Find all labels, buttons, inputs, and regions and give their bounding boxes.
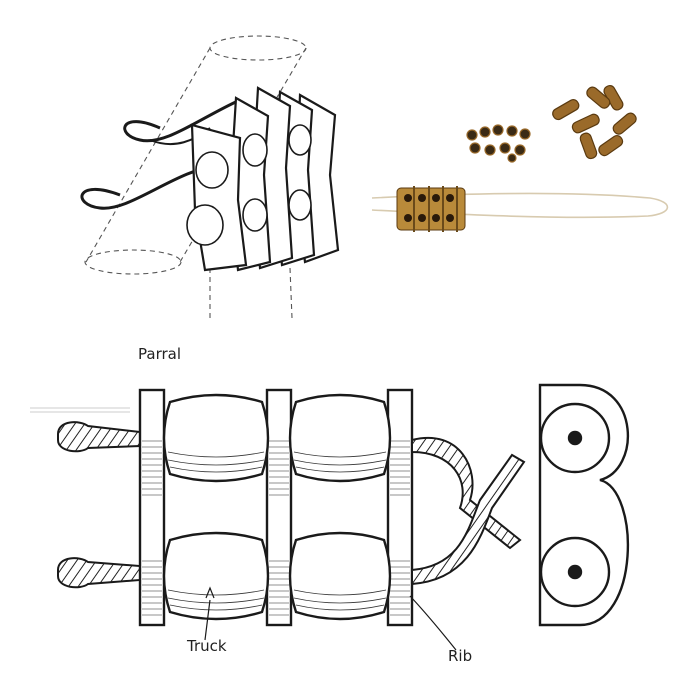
- truck-top-left: [162, 393, 270, 483]
- rope-eye-top: [57, 421, 141, 453]
- truck-bottom-right: [288, 531, 392, 621]
- rib-side-view: [538, 383, 630, 627]
- loose-ribs: [552, 84, 637, 160]
- crossing-rope-ends: [411, 437, 526, 586]
- rib-stack-trucks: [186, 124, 312, 246]
- trucks: [162, 393, 392, 621]
- leader-lines: [204, 586, 457, 651]
- truck-label: Truck: [187, 637, 227, 655]
- rope-eye-bottom: [57, 557, 141, 589]
- truck-top-right: [288, 393, 392, 483]
- elevation-diagram: [30, 383, 630, 651]
- rib-label: Rib: [448, 647, 473, 665]
- loose-trucks: [466, 124, 531, 163]
- parral-label: Parral: [138, 345, 181, 363]
- truck-bottom-left: [162, 531, 270, 621]
- perspective-sketch: [80, 35, 340, 319]
- assembled-parral: [371, 186, 669, 232]
- model-parts-photo: [371, 84, 669, 232]
- mast-dashed-outline: [84, 35, 307, 319]
